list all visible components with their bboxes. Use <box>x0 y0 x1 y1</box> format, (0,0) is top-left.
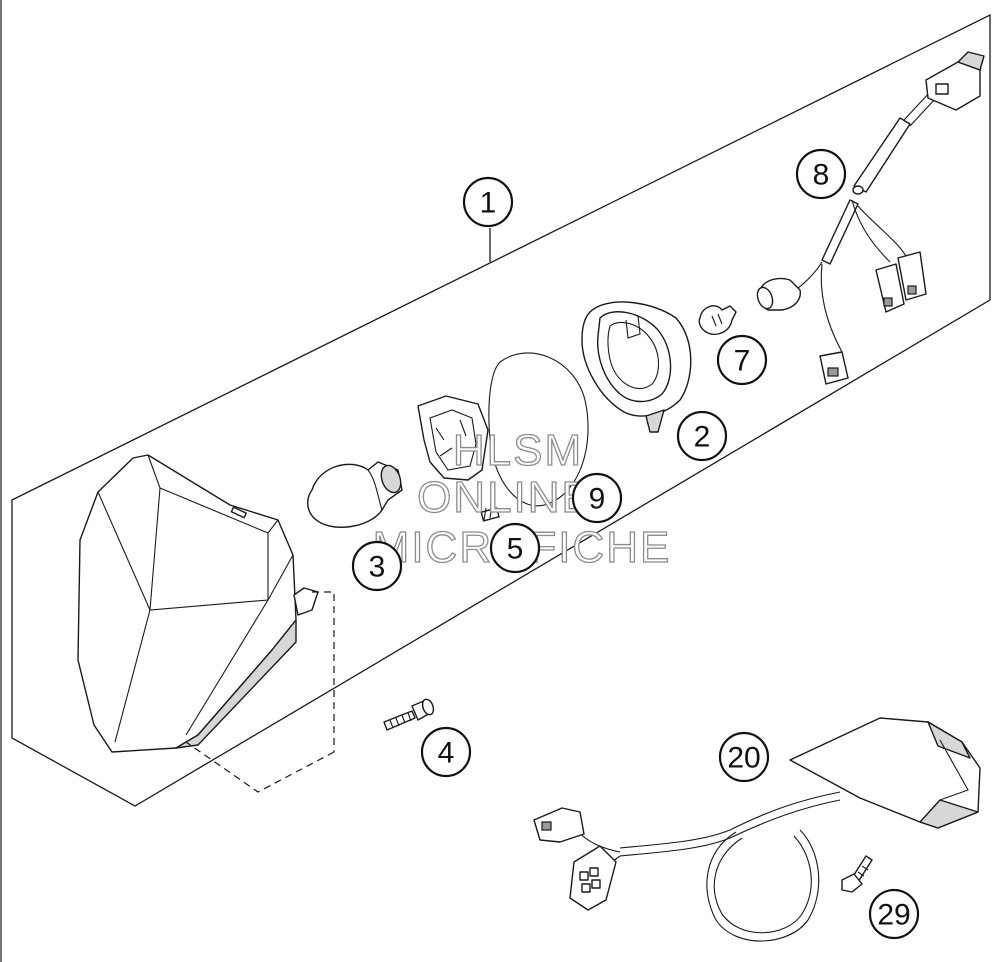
mount-dash-path <box>185 591 335 793</box>
watermark-line-1: HLSM <box>453 426 583 475</box>
callout-20-label: 20 <box>727 742 760 775</box>
callout-2-label: 2 <box>694 421 711 454</box>
callout-8-label: 8 <box>813 159 830 192</box>
callout-9-label: 9 <box>589 483 606 516</box>
wiring-harness-part-8 <box>756 51 985 385</box>
cover-part-20 <box>789 717 981 829</box>
callout-1-label: 1 <box>480 187 497 220</box>
bulb-part-3 <box>307 461 403 528</box>
callout-4-label: 4 <box>438 737 455 770</box>
watermark-line-2: ONLINE <box>417 473 593 522</box>
callout-29: 29 <box>868 888 920 940</box>
bulb-holder-part-5 <box>417 395 500 522</box>
callout-5: 5 <box>489 522 541 574</box>
seal-disc-part-9 <box>488 352 589 507</box>
cable-loop <box>533 791 841 942</box>
callout-29-label: 29 <box>877 899 910 932</box>
parking-bulb-part-7 <box>698 305 737 336</box>
callout-8: 8 <box>795 148 847 200</box>
callout-20: 20 <box>718 731 770 783</box>
screw-part-4 <box>383 698 435 731</box>
callout-5-label: 5 <box>507 533 524 566</box>
bolt-part-29 <box>841 855 873 893</box>
headlight-mask <box>77 454 319 753</box>
callout-3: 3 <box>351 540 403 592</box>
dust-cap-part-2 <box>581 301 692 433</box>
callout-1: 1 <box>462 176 514 228</box>
callout-7: 7 <box>716 334 768 386</box>
callout-9: 9 <box>571 472 623 524</box>
callout-2: 2 <box>676 410 728 462</box>
callout-3-label: 3 <box>369 551 386 584</box>
callout-4: 4 <box>420 726 472 778</box>
callout-7-label: 7 <box>734 345 751 378</box>
assembly-boundary-box <box>11 13 991 807</box>
